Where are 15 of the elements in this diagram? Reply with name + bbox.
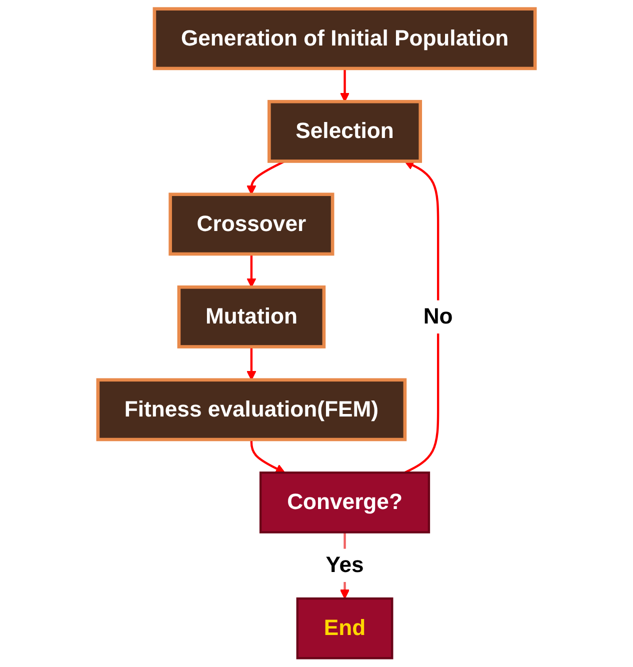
node-box: Converge? bbox=[259, 472, 430, 534]
node-box: Fitness evaluation(FEM) bbox=[96, 378, 407, 442]
arrow bbox=[250, 440, 286, 474]
arrow bbox=[246, 254, 256, 288]
arrow bbox=[246, 160, 286, 195]
arrow bbox=[340, 68, 350, 102]
node-box: Mutation bbox=[177, 285, 326, 348]
node-box: Selection bbox=[268, 100, 422, 163]
node-box: Generation of Initial Population bbox=[152, 7, 537, 70]
node-box: Crossover bbox=[168, 192, 334, 256]
node-box: End bbox=[296, 597, 394, 660]
arrow bbox=[246, 346, 256, 380]
edge-label: No bbox=[423, 304, 453, 330]
arrow bbox=[404, 160, 440, 474]
edge-label: Yes bbox=[326, 553, 364, 578]
